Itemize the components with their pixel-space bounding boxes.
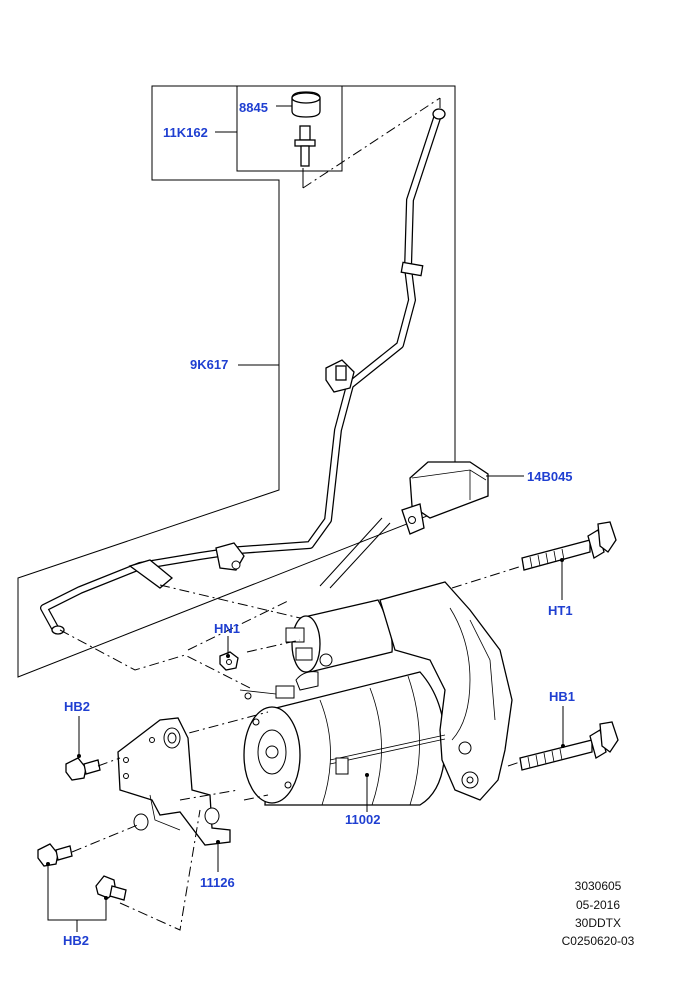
nut-hn1-part	[219, 651, 239, 671]
cap-stud-inset-box	[236, 85, 343, 172]
module-part	[401, 461, 489, 535]
bolt-hb1-part	[519, 721, 619, 771]
harness-group-frame	[17, 85, 456, 678]
callout-ht1: HT1	[548, 603, 573, 618]
bracket-part	[117, 717, 231, 846]
callout-hn1: HN1	[214, 621, 241, 636]
reference-code-1: 3030605	[574, 879, 622, 893]
bolt-hb2-lower-left-part	[37, 843, 73, 867]
callout-11002: 11002	[345, 812, 381, 827]
protective-cap-part	[291, 91, 321, 118]
reference-code-3: C0250620-03	[561, 934, 635, 948]
callout-hb1: HB1	[549, 689, 576, 704]
bolt-hb2-upper-part	[65, 757, 101, 781]
callout-8845: 8845	[239, 100, 268, 115]
reference-date: 05-2016	[575, 898, 621, 912]
stud-part	[294, 125, 316, 167]
callout-9k617: 9K617	[190, 357, 229, 372]
bolt-ht1-part	[521, 521, 617, 571]
starter-motor-part	[239, 581, 513, 806]
bolt-hb2-lower-right-part	[95, 875, 127, 901]
callout-hb2-top: HB2	[64, 699, 91, 714]
reference-code-2: 30DDTX	[574, 916, 621, 930]
callout-11k162: 11K162	[163, 125, 208, 140]
callout-14b045: 14B045	[527, 469, 573, 484]
wiring-harness-part	[40, 108, 446, 635]
callout-hb2-bottom: HB2	[63, 933, 90, 948]
callout-11126: 11126	[200, 875, 235, 890]
